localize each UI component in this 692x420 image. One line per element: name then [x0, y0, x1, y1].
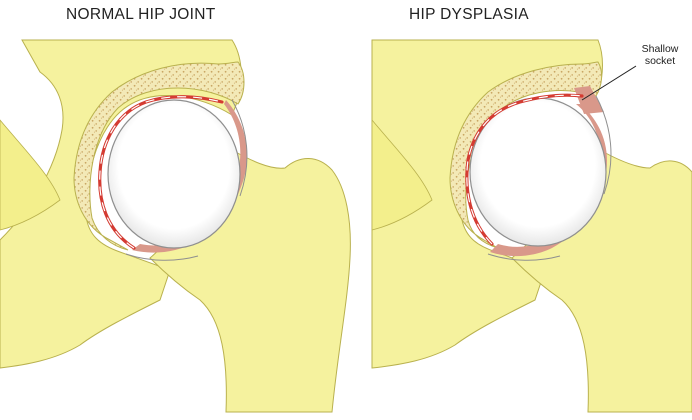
shallow-socket-label-line1: Shallow	[642, 43, 679, 55]
femoral-head	[108, 100, 240, 248]
labral-cartilage-wedge	[574, 86, 604, 114]
dysplasia-hip-panel: Shallow socket	[372, 40, 692, 412]
shallow-socket-label-line2: socket	[645, 55, 675, 67]
normal-hip-panel	[0, 40, 350, 412]
femoral-head	[470, 98, 606, 246]
